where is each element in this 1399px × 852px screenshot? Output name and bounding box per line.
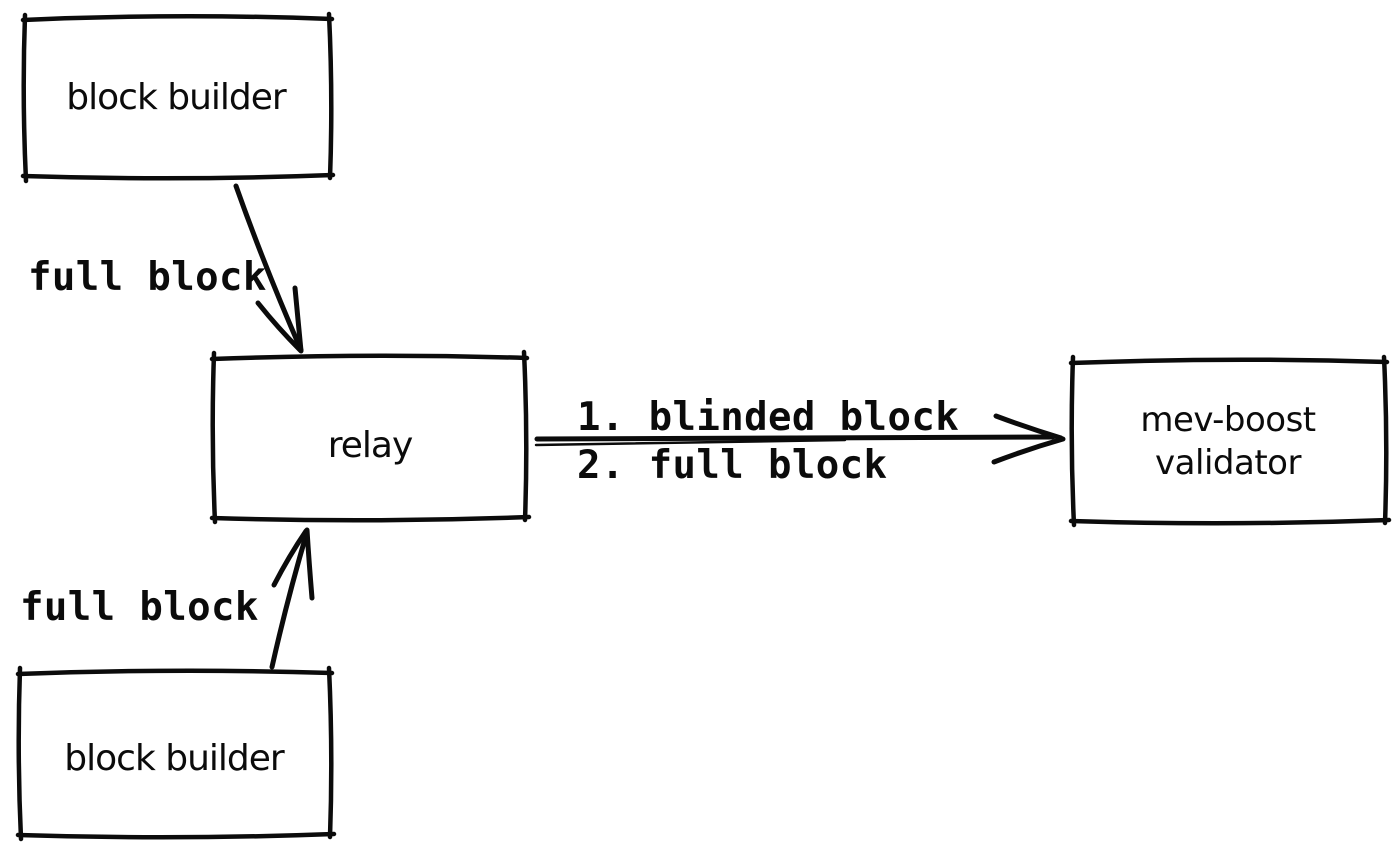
node-label-block-builder-bottom: block builder — [64, 738, 285, 779]
edge-label-blinded-block: 1. blinded block — [577, 395, 959, 440]
edge-builder-top-to-relay: full block — [28, 183, 304, 354]
edge-builder-bottom-to-relay: full block — [20, 527, 315, 670]
node-label-block-builder-top: block builder — [66, 77, 287, 118]
node-label-validator: validator — [1155, 443, 1301, 483]
node-box-outline — [209, 349, 532, 525]
arrow-down-right — [233, 183, 304, 354]
edge-label-full-block-bottom: full block — [20, 585, 259, 630]
node-relay: relay — [209, 349, 532, 525]
node-box-outline — [20, 11, 336, 184]
edge-label-full-block-top: full block — [28, 255, 267, 300]
arrow-right — [534, 413, 1066, 465]
node-block-builder-bottom: block builder — [15, 665, 337, 842]
arrow-up-right — [269, 527, 315, 670]
node-box-outline — [15, 665, 337, 842]
node-mev-boost-validator: mev-boost validator — [1068, 354, 1392, 528]
node-block-builder-top: block builder — [20, 11, 336, 184]
node-label-relay: relay — [328, 425, 413, 466]
node-label-mev-boost: mev-boost — [1140, 400, 1315, 440]
node-box-outline — [1068, 354, 1392, 528]
edge-label-full-block-right: 2. full block — [577, 443, 887, 488]
edge-relay-to-validator: 1. blinded block 2. full block — [534, 395, 1066, 488]
